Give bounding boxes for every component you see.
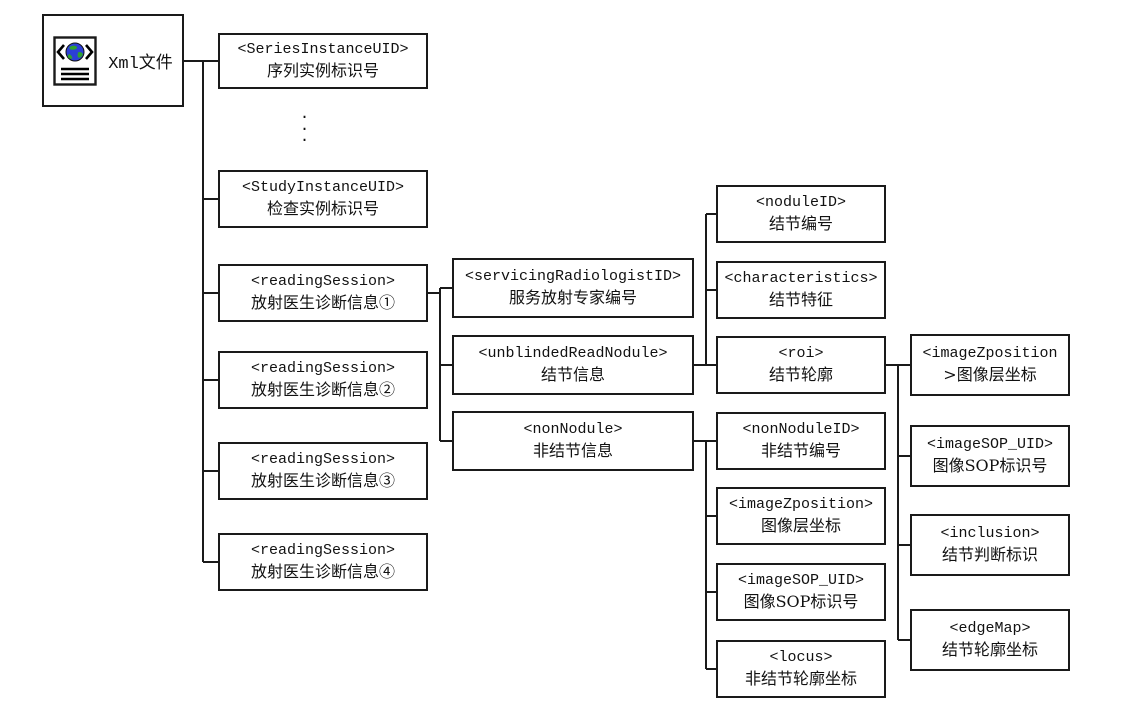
node-study-instance-uid: <StudyInstanceUID> 检查实例标识号 [218, 170, 428, 228]
node-label: 图像SOP标识号 [743, 592, 859, 612]
node-non-nodule-id: <nonNoduleID> 非结节编号 [716, 412, 886, 470]
node-label: 图像SOP标识号 [932, 456, 1048, 476]
node-label: 序列实例标识号 [266, 61, 379, 81]
node-label: 非结节信息 [532, 441, 613, 461]
node-tag: <locus> [769, 649, 833, 667]
node-label: 非结节编号 [760, 441, 841, 461]
node-xml-file: Xml文件 [42, 14, 184, 107]
node-characteristics: <characteristics> 结节特征 [716, 261, 886, 319]
node-tag: <imageZposition> [728, 496, 874, 514]
node-series-instance-uid: <SeriesInstanceUID> 序列实例标识号 [218, 33, 428, 89]
node-tag: <readingSession> [250, 542, 396, 560]
node-label: 服务放射专家编号 [508, 288, 637, 308]
node-tag: <readingSession> [250, 451, 396, 469]
xml-file-icon [53, 35, 97, 86]
node-inclusion: <inclusion> 结节判断标识 [910, 514, 1070, 576]
node-edge-map: <edgeMap> 结节轮廓坐标 [910, 609, 1070, 671]
node-label: >图像层坐标 [943, 365, 1037, 385]
node-roi-image-z-position: <imageZposition >图像层坐标 [910, 334, 1070, 396]
node-tag: <roi> [778, 345, 824, 363]
node-non-nodule: <nonNodule> 非结节信息 [452, 411, 694, 471]
node-tag: <unblindedReadNodule> [478, 345, 668, 363]
node-label: 放射医生诊断信息① [250, 293, 395, 313]
ellipsis-dots: . . . [300, 104, 310, 146]
node-image-z-position: <imageZposition> 图像层坐标 [716, 487, 886, 545]
node-label: 结节轮廓 [768, 365, 833, 385]
node-tag: <servicingRadiologistID> [464, 268, 682, 286]
node-tag: <readingSession> [250, 360, 396, 378]
node-label: 结节判断标识 [941, 545, 1038, 565]
node-roi: <roi> 结节轮廓 [716, 336, 886, 394]
node-nodule-id: <noduleID> 结节编号 [716, 185, 886, 243]
node-reading-session-1: <readingSession> 放射医生诊断信息① [218, 264, 428, 322]
node-reading-session-4: <readingSession> 放射医生诊断信息④ [218, 533, 428, 591]
node-label: 结节信息 [540, 365, 605, 385]
node-tag: <SeriesInstanceUID> [237, 41, 409, 59]
node-tag: <nonNodule> [523, 421, 623, 439]
node-label: 放射医生诊断信息③ [250, 471, 395, 491]
node-label: 放射医生诊断信息④ [250, 562, 395, 582]
node-reading-session-3: <readingSession> 放射医生诊断信息③ [218, 442, 428, 500]
node-locus: <locus> 非结节轮廓坐标 [716, 640, 886, 698]
node-roi-image-sop-uid: <imageSOP_UID> 图像SOP标识号 [910, 425, 1070, 487]
node-label: 结节特征 [768, 290, 833, 310]
node-label: 放射医生诊断信息② [250, 380, 395, 400]
node-tag: <nonNoduleID> [742, 421, 860, 439]
node-tag: <readingSession> [250, 273, 396, 291]
node-image-sop-uid: <imageSOP_UID> 图像SOP标识号 [716, 563, 886, 621]
node-xml-file-label: Xml文件 [108, 54, 173, 74]
node-label: 结节编号 [768, 214, 833, 234]
node-reading-session-2: <readingSession> 放射医生诊断信息② [218, 351, 428, 409]
node-label: 检查实例标识号 [266, 199, 379, 219]
node-servicing-radiologist-id: <servicingRadiologistID> 服务放射专家编号 [452, 258, 694, 318]
node-tag: <imageSOP_UID> [926, 436, 1054, 454]
node-tag: <StudyInstanceUID> [241, 179, 405, 197]
node-label: 结节轮廓坐标 [941, 640, 1038, 660]
node-label: 图像层坐标 [760, 516, 841, 536]
node-tag: <characteristics> [724, 270, 878, 288]
node-unblinded-read-nodule: <unblindedReadNodule> 结节信息 [452, 335, 694, 395]
node-tag: <imageZposition [922, 345, 1058, 363]
node-tag: <edgeMap> [949, 620, 1031, 638]
node-tag: <imageSOP_UID> [737, 572, 865, 590]
node-tag: <inclusion> [940, 525, 1040, 543]
node-label: 非结节轮廓坐标 [744, 669, 857, 689]
node-tag: <noduleID> [755, 194, 846, 212]
